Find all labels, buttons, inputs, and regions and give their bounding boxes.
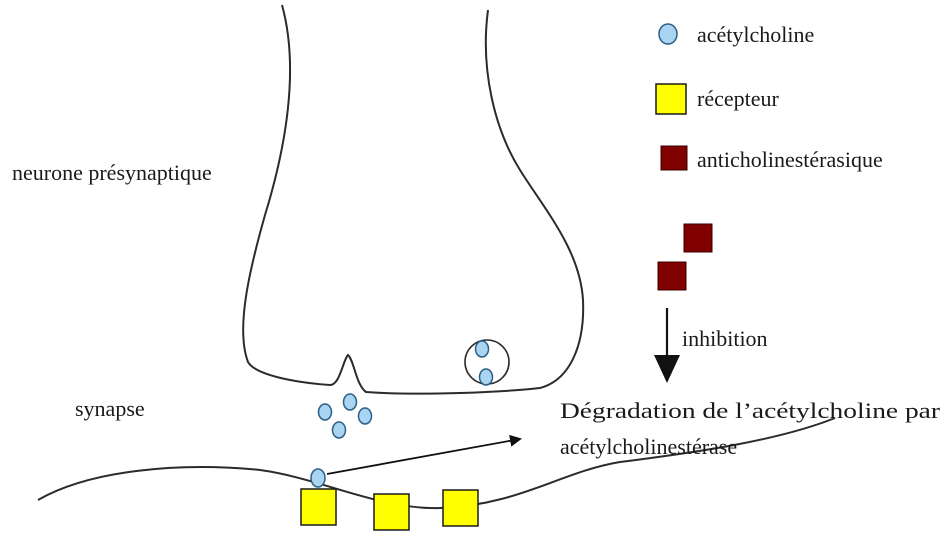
legend-receptor-label: récepteur [697, 86, 779, 111]
anticholinesterase-molecule [684, 224, 712, 252]
degradation-label-line1: Dégradation de l’acétylcholine par [560, 398, 941, 423]
acetylcholine-molecule [333, 422, 346, 438]
receptor [443, 490, 478, 526]
anticholinesterase-molecule [658, 262, 686, 290]
legend-receptor-icon [656, 84, 686, 114]
inhibition-label: inhibition [682, 326, 768, 351]
acetylcholine-molecule [476, 341, 489, 357]
legend-anticholinesterase-label: anticholinestérasique [697, 147, 883, 172]
legend-anticholinesterase-icon [661, 146, 687, 170]
acetylcholine-molecule [480, 369, 493, 385]
presynaptic-neuron-label: neurone présynaptique [12, 160, 212, 185]
postsynaptic-membrane [38, 418, 835, 508]
acetylcholine-molecule [319, 404, 332, 420]
presynaptic-neuron-outline [243, 5, 583, 394]
acetylcholine-molecule [359, 408, 372, 424]
acetylcholine-molecule [344, 394, 357, 410]
synapse-label: synapse [75, 396, 145, 421]
legend-acetylcholine-label: acétylcholine [697, 22, 814, 47]
degradation-arrow [327, 439, 520, 474]
inhibition-arrowhead [654, 355, 680, 383]
degradation-label-line2: acétylcholinestérase [560, 434, 737, 459]
acetylcholine-molecule [311, 469, 325, 487]
receptor [301, 489, 336, 525]
receptor [374, 494, 409, 530]
legend-acetylcholine-icon [659, 24, 677, 44]
